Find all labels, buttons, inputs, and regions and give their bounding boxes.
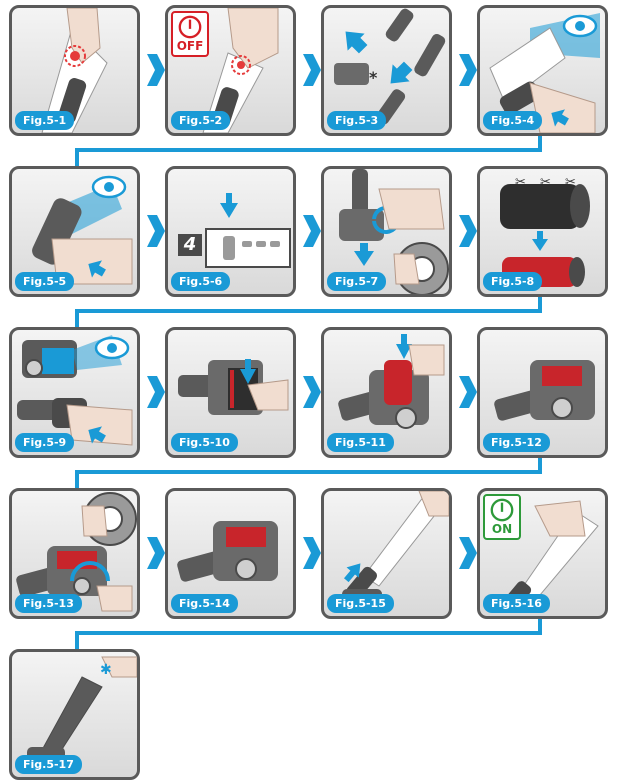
row-connector bbox=[538, 134, 542, 152]
unlock-brush-illustration bbox=[339, 169, 449, 294]
figure-label: Fig.5-4 bbox=[483, 111, 543, 130]
figure-label: Fig.5-9 bbox=[15, 433, 75, 452]
svg-text:✱: ✱ bbox=[100, 662, 112, 678]
row-connector bbox=[75, 470, 79, 490]
svg-text:✂: ✂ bbox=[515, 175, 526, 190]
svg-text:✂: ✂ bbox=[565, 175, 576, 190]
step-number: 4 bbox=[178, 234, 202, 256]
chevron-right-icon bbox=[459, 537, 477, 569]
figure-5-8: ✂ ✂ ✂ Fig.5-8 bbox=[477, 166, 608, 297]
figure-5-12: Fig.5-12 bbox=[477, 327, 608, 458]
chevron-right-icon bbox=[147, 376, 165, 408]
brush-head-assembled-illustration bbox=[177, 521, 278, 582]
badge-text: OFF bbox=[176, 39, 204, 53]
figure-label: Fig.5-14 bbox=[171, 594, 238, 613]
row-connector bbox=[75, 631, 79, 651]
figure-label: Fig.5-8 bbox=[483, 272, 543, 291]
chevron-right-icon bbox=[147, 54, 165, 86]
figure-5-10: Fig.5-10 bbox=[165, 327, 296, 458]
figure-label: Fig.5-3 bbox=[327, 111, 387, 130]
power-on-badge: ON bbox=[483, 494, 521, 540]
row-connector bbox=[75, 309, 79, 329]
figure-label: Fig.5-6 bbox=[171, 272, 231, 291]
row-connector bbox=[538, 456, 542, 474]
chevron-right-icon bbox=[459, 54, 477, 86]
figure-5-1: Fig.5-1 bbox=[9, 5, 140, 136]
figure-label: Fig.5-11 bbox=[327, 433, 394, 452]
row-connector bbox=[538, 617, 542, 635]
figure-5-3: * Fig.5-3 bbox=[321, 5, 452, 136]
filter-parts-illustration bbox=[205, 193, 291, 268]
lock-brush-illustration bbox=[16, 492, 137, 612]
chevron-right-icon bbox=[303, 537, 321, 569]
remove-accessories-illustration: * bbox=[334, 8, 446, 125]
figure-5-14: Fig.5-14 bbox=[165, 488, 296, 619]
figure-5-11: Fig.5-11 bbox=[321, 327, 452, 458]
inspect-dust-cup-illustration bbox=[489, 13, 600, 133]
chevron-right-icon bbox=[303, 215, 321, 247]
figure-5-13: Fig.5-13 bbox=[9, 488, 140, 619]
row-connector bbox=[538, 295, 542, 313]
chevron-right-icon bbox=[303, 376, 321, 408]
figure-5-15: Fig.5-15 bbox=[321, 488, 452, 619]
power-icon bbox=[178, 15, 202, 39]
chevron-right-icon bbox=[147, 537, 165, 569]
row-connector bbox=[75, 148, 79, 168]
power-off-badge: OFF bbox=[171, 11, 209, 57]
figure-5-16: ON Fig.5-16 bbox=[477, 488, 608, 619]
inspect-brush-head-illustration bbox=[17, 335, 133, 446]
figure-label: Fig.5-17 bbox=[15, 755, 82, 774]
row-connector bbox=[75, 148, 542, 152]
figure-5-4: Fig.5-4 bbox=[477, 5, 608, 136]
chevron-right-icon bbox=[459, 376, 477, 408]
figure-5-7: Fig.5-7 bbox=[321, 166, 452, 297]
power-icon bbox=[490, 498, 514, 522]
badge-text: ON bbox=[491, 522, 513, 536]
row-connector bbox=[75, 470, 542, 474]
clean-brush-housing-illustration bbox=[178, 359, 289, 415]
chevron-right-icon bbox=[147, 215, 165, 247]
row-connector bbox=[75, 309, 542, 313]
figure-label: Fig.5-10 bbox=[171, 433, 238, 452]
inspect-filter-illustration bbox=[32, 175, 133, 285]
figure-5-9: Fig.5-9 bbox=[9, 327, 140, 458]
reinsert-brush-illustration bbox=[338, 334, 445, 429]
figure-5-5: Fig.5-5 bbox=[9, 166, 140, 297]
chevron-right-icon bbox=[459, 215, 477, 247]
figure-label: Fig.5-1 bbox=[15, 111, 75, 130]
brush-head-assembled-illustration bbox=[494, 360, 595, 421]
vacuum-switch-on-illustration bbox=[504, 500, 599, 609]
row-connector bbox=[75, 631, 542, 635]
figure-5-6: 4 Fig.5-6 bbox=[165, 166, 296, 297]
figure-label: Fig.5-13 bbox=[15, 594, 82, 613]
svg-text:✂: ✂ bbox=[540, 175, 551, 190]
svg-text:*: * bbox=[369, 68, 378, 87]
figure-label: Fig.5-7 bbox=[327, 272, 387, 291]
figure-label: Fig.5-12 bbox=[483, 433, 550, 452]
figure-label: Fig.5-15 bbox=[327, 594, 394, 613]
figure-label: Fig.5-2 bbox=[171, 111, 231, 130]
figure-5-2: OFF Fig.5-2 bbox=[165, 5, 296, 136]
figure-5-17: ✱ Fig.5-17 bbox=[9, 649, 140, 780]
figure-label: Fig.5-5 bbox=[15, 272, 75, 291]
figure-label: Fig.5-16 bbox=[483, 594, 550, 613]
chevron-right-icon bbox=[303, 54, 321, 86]
